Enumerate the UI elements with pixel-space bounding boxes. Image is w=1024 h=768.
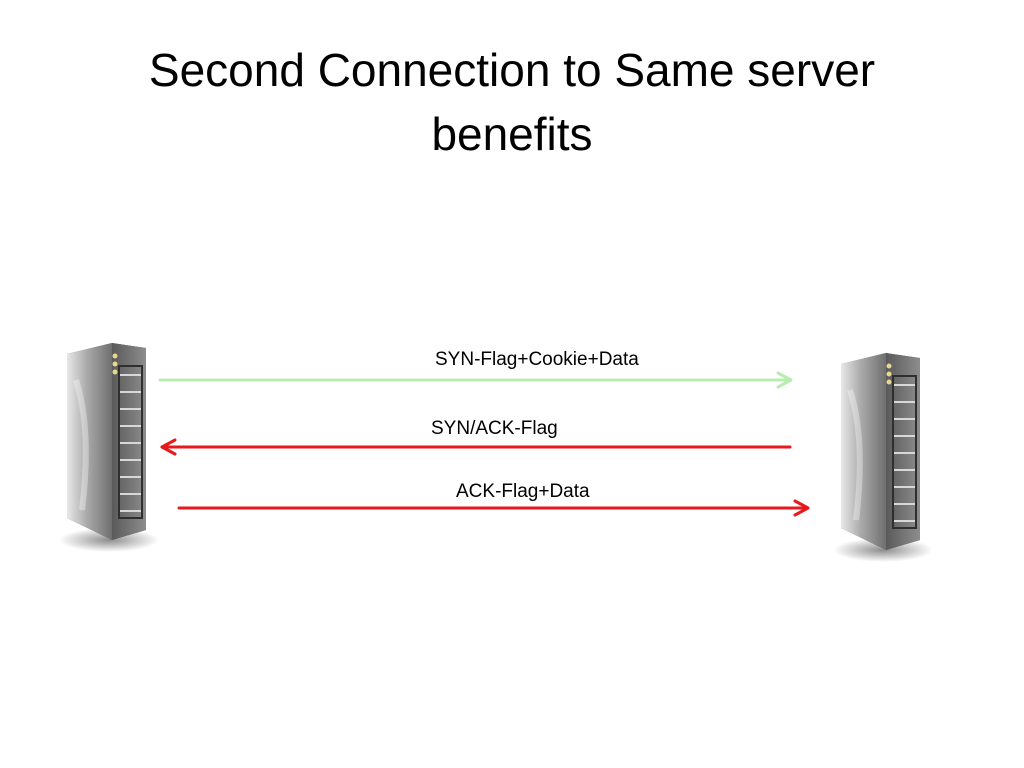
message-label: ACK-Flag+Data <box>456 481 590 502</box>
server-icon <box>59 343 159 552</box>
arrow-syn-ack <box>160 438 792 456</box>
server-icon <box>833 353 933 562</box>
message-label: SYN/ACK-Flag <box>431 418 558 439</box>
arrow-syn-cookie-data <box>158 371 793 389</box>
message-label: SYN-Flag+Cookie+Data <box>435 349 639 370</box>
arrow-ack-data <box>177 499 810 517</box>
slide-title: Second Connection to Same server benefit… <box>60 38 964 166</box>
title-line-1: Second Connection to Same server <box>148 44 876 96</box>
title-line-2: benefits <box>431 108 593 160</box>
